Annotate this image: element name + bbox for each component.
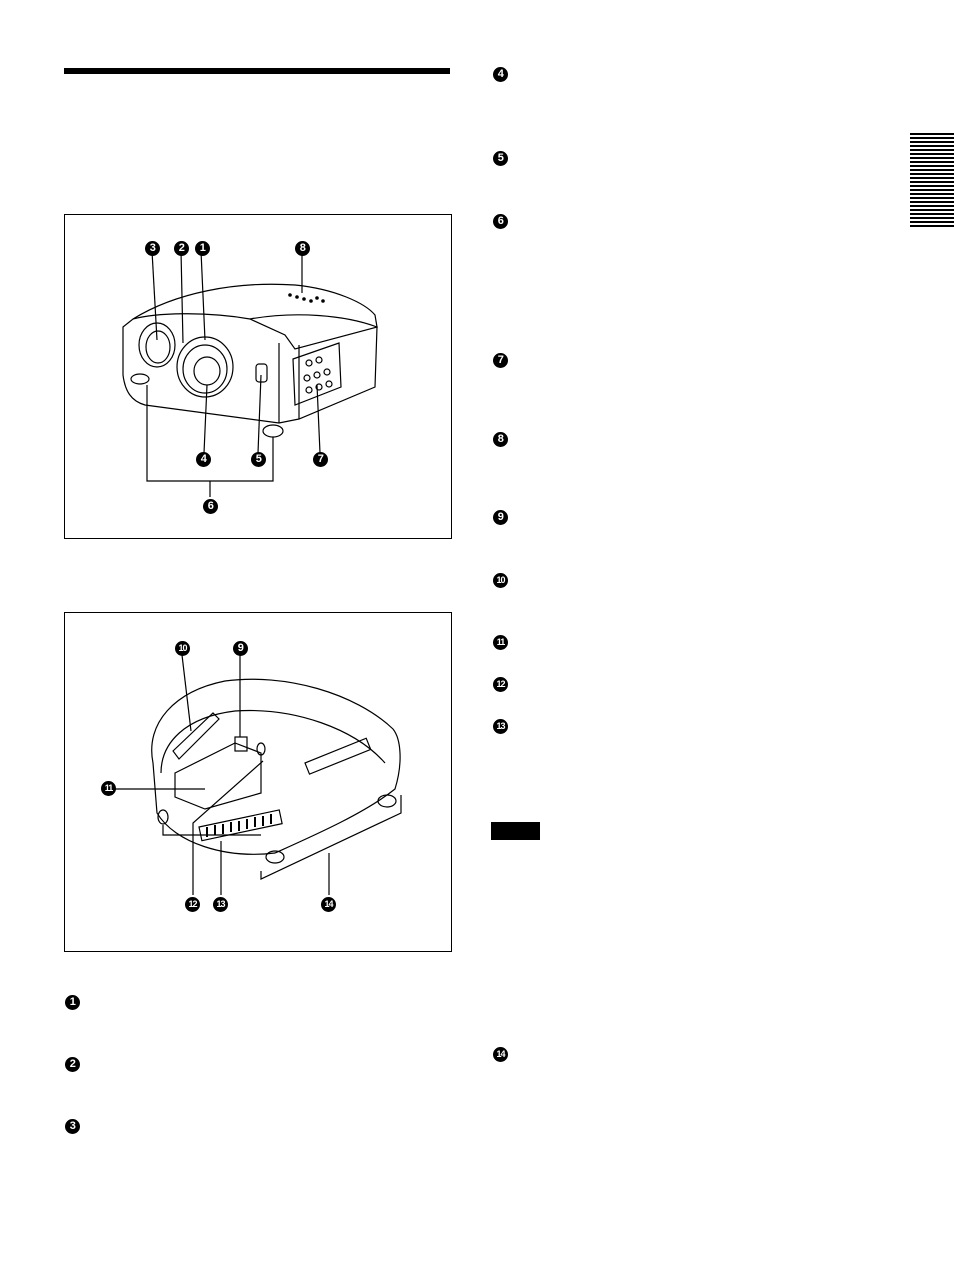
section-heading-rule — [64, 68, 450, 74]
item-marker-9: 9 — [493, 510, 508, 525]
callout-7: 7 — [313, 452, 328, 467]
projector-bottom-illustration — [111, 654, 402, 895]
callout-5: 5 — [251, 452, 266, 467]
callout-8: 8 — [295, 241, 310, 256]
callout-10: 10 — [175, 641, 190, 656]
note-heading-bar — [491, 822, 540, 840]
callout-9: 9 — [233, 641, 248, 656]
callout-1: 1 — [195, 241, 210, 256]
callout-11: 11 — [101, 781, 116, 796]
item-marker-12: 12 — [493, 677, 508, 692]
item-marker-5: 5 — [493, 151, 508, 166]
item-marker-6: 6 — [493, 214, 508, 229]
projector-front-illustration — [122, 250, 378, 497]
callout-12: 12 — [185, 897, 200, 912]
bottom-view-figure: 10 9 11 12 13 14 — [64, 612, 452, 952]
item-marker-1: 1 — [65, 995, 80, 1010]
chapter-thumb-tab — [910, 133, 954, 229]
item-marker-3: 3 — [65, 1119, 80, 1134]
callout-6: 6 — [203, 499, 218, 514]
item-marker-2: 2 — [65, 1057, 80, 1072]
item-marker-7: 7 — [493, 353, 508, 368]
callout-2: 2 — [174, 241, 189, 256]
item-marker-8: 8 — [493, 432, 508, 447]
item-marker-10: 10 — [493, 573, 508, 588]
front-view-figure: 3 2 1 8 4 5 7 6 — [64, 214, 452, 539]
item-marker-13: 13 — [493, 719, 508, 734]
item-marker-14: 14 — [493, 1047, 508, 1062]
callout-4: 4 — [196, 452, 211, 467]
item-marker-11: 11 — [493, 635, 508, 650]
callout-3: 3 — [145, 241, 160, 256]
callout-13: 13 — [213, 897, 228, 912]
item-marker-4: 4 — [493, 67, 508, 82]
callout-14: 14 — [321, 897, 336, 912]
